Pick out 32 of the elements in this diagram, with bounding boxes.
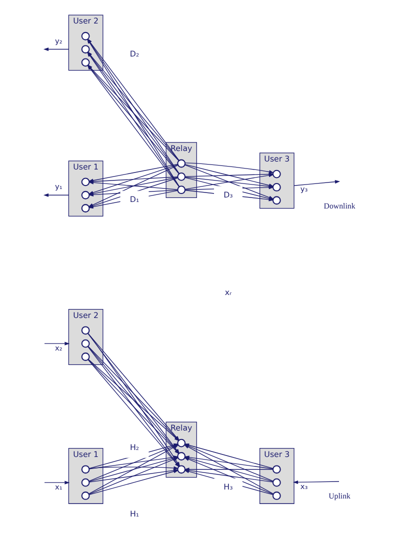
node-circle — [176, 438, 186, 448]
node-circle — [80, 352, 90, 361]
label: Downlink — [323, 202, 355, 211]
label: Uplink — [328, 492, 350, 501]
node-circle — [176, 452, 186, 460]
node-circle — [272, 492, 280, 500]
node-circle — [272, 196, 280, 205]
arrow — [42, 48, 69, 52]
node-circle — [80, 190, 90, 200]
node-circle — [80, 178, 90, 186]
node-circle — [80, 326, 90, 335]
node-circle — [80, 478, 90, 487]
node-circle — [272, 183, 280, 192]
node-circle — [80, 45, 90, 54]
node-circle — [80, 58, 90, 67]
node-circle — [176, 172, 186, 181]
node-circle — [80, 492, 90, 500]
node-circle — [80, 32, 90, 40]
node-circle — [176, 186, 186, 194]
node-circle — [272, 465, 280, 474]
node-circle — [176, 465, 186, 474]
node-circle — [272, 478, 280, 487]
arrow — [44, 342, 70, 346]
node-circle — [176, 159, 186, 168]
arrow — [293, 180, 340, 186]
arrow — [42, 193, 69, 197]
node-circle — [272, 170, 280, 178]
arrow — [292, 480, 339, 484]
node-circle — [80, 465, 90, 474]
arrow — [44, 480, 70, 484]
node-circle — [80, 204, 90, 212]
node-circle — [80, 339, 90, 348]
